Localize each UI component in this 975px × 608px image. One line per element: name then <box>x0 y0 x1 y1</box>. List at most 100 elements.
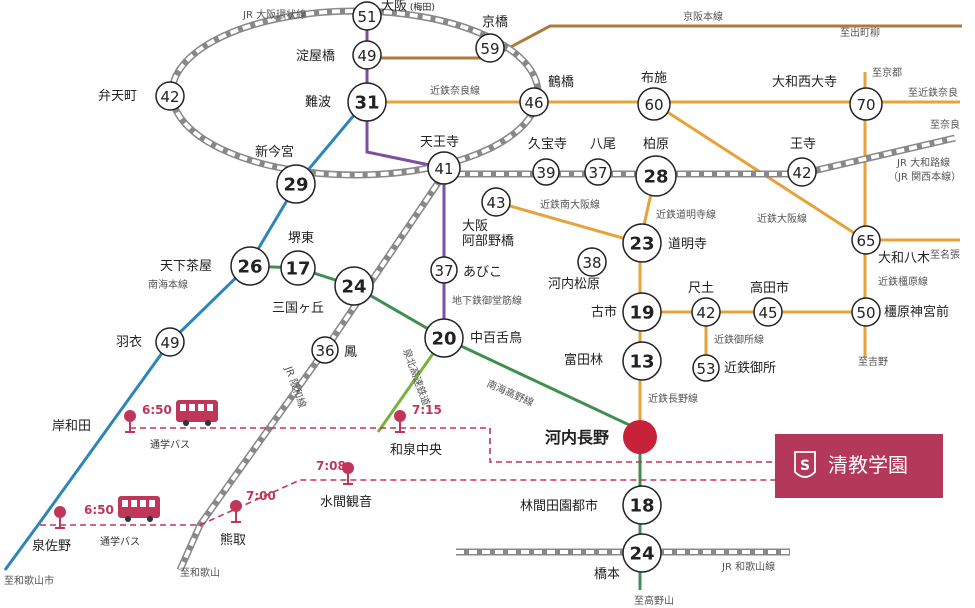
station-minutes: 45 <box>758 304 777 322</box>
station-minutes: 23 <box>629 234 654 255</box>
label-kintetsu-domyoji: 近鉄道明寺線 <box>656 208 716 221</box>
bus-label: 通学バス <box>100 535 140 548</box>
station-minutes: 28 <box>643 167 668 188</box>
label-jr-yamatoji: JR 大和路線（JR 関西本線） <box>888 156 961 183</box>
station-name: 王寺 <box>790 137 816 152</box>
station-minutes: 37 <box>588 164 607 182</box>
station-minutes: 26 <box>237 257 262 278</box>
dir-kintetsu-nara: 至近鉄奈良 <box>908 86 958 99</box>
station: 51 大阪 (梅田) <box>352 0 435 31</box>
station-name: 柏原 <box>643 137 669 152</box>
station-minutes: 13 <box>629 352 654 373</box>
station: 31 難波 <box>305 82 387 122</box>
station-name: 久宝寺 <box>528 137 567 152</box>
station-name: 尺土 <box>688 281 714 296</box>
station-minutes: 19 <box>629 303 654 324</box>
station-minutes: 42 <box>160 88 179 106</box>
station-marker <box>334 266 374 306</box>
station: 50 橿原神宮前 <box>851 297 949 327</box>
dir-demachiyanagi: 至出町柳 <box>840 26 880 39</box>
label-kintetsu-nara: 近鉄奈良線 <box>430 84 480 97</box>
station-marker <box>753 297 783 327</box>
station-marker <box>692 354 720 382</box>
nankai-main-line <box>3 101 367 571</box>
station-name: 淀屋橋 <box>296 49 335 64</box>
station: 17 堺東 <box>280 230 316 286</box>
station-name: 鳳 <box>344 345 357 360</box>
station-minutes: 41 <box>434 160 453 178</box>
station-name: 大阪 (梅田) <box>381 0 435 14</box>
dir-nara: 至奈良 <box>930 118 960 131</box>
station-name: 林間田園都市 <box>520 498 598 514</box>
station-marker <box>424 318 464 358</box>
station-name: 堺東 <box>288 230 314 246</box>
dir-wakayama: 至和歌山 <box>180 566 220 579</box>
bus-label: 通学バス <box>150 438 190 451</box>
station-minutes: 51 <box>357 8 376 26</box>
label-subway-midosuji: 地下鉄御堂筋線 <box>452 294 522 307</box>
station-minutes: 43 <box>486 194 505 212</box>
station-minutes: 50 <box>856 304 875 322</box>
label-semboku: 泉北高速鉄道 <box>400 347 433 408</box>
bus-stop: 7:00 熊取 <box>220 489 276 548</box>
station-minutes: 59 <box>480 40 499 58</box>
dir-kyoto: 至京都 <box>872 66 902 79</box>
station-name: 高田市 <box>750 280 789 296</box>
bus-departure-time: 6:50 <box>142 403 172 417</box>
station-name: 大和西大寺 <box>772 75 837 90</box>
bus-stop-name: 熊取 <box>220 532 246 548</box>
station-marker <box>427 151 461 185</box>
station-marker <box>637 87 671 121</box>
label-kintetsu-osaka: 近鉄大阪線 <box>757 212 807 225</box>
station-marker <box>430 256 458 284</box>
station-name: 難波 <box>305 95 331 110</box>
station-marker <box>851 225 881 255</box>
station-marker <box>622 485 662 525</box>
station-name: 八尾 <box>590 137 616 152</box>
station-minutes: 24 <box>341 277 366 298</box>
station-marker <box>622 341 662 381</box>
station-marker <box>155 327 185 357</box>
station-minutes: 38 <box>582 254 601 272</box>
destination-name: 河内長野 <box>545 428 609 447</box>
station-marker <box>787 157 817 187</box>
bus-route-izumisano <box>40 479 775 526</box>
station-marker <box>851 297 881 327</box>
station-name: 弁天町 <box>98 89 137 104</box>
station-marker <box>622 292 662 332</box>
station-minutes: 53 <box>696 360 715 378</box>
station-minutes: 31 <box>354 93 379 114</box>
bus-departure-time: 7:00 <box>246 489 276 503</box>
bus-stop-pin-icon <box>342 462 354 485</box>
station-name: 橿原神宮前 <box>884 304 949 320</box>
school-badge[interactable]: S 清教学園 <box>775 434 943 498</box>
station: 37 八尾 <box>584 137 616 186</box>
station-marker <box>622 223 662 263</box>
station-name: 羽衣 <box>116 334 142 350</box>
svg-text:S: S <box>800 458 810 474</box>
station-marker <box>352 40 382 70</box>
station-marker <box>352 1 382 31</box>
station-name: 橋本 <box>594 567 620 582</box>
bus-stop-name: 岸和田 <box>52 419 91 434</box>
station-minutes: 17 <box>285 259 310 280</box>
station: 42 弁天町 <box>98 81 185 111</box>
station-name: 河内松原 <box>548 276 600 292</box>
station-name: 大和八木 <box>878 251 930 266</box>
station-name: 中百舌鳥 <box>470 331 522 346</box>
